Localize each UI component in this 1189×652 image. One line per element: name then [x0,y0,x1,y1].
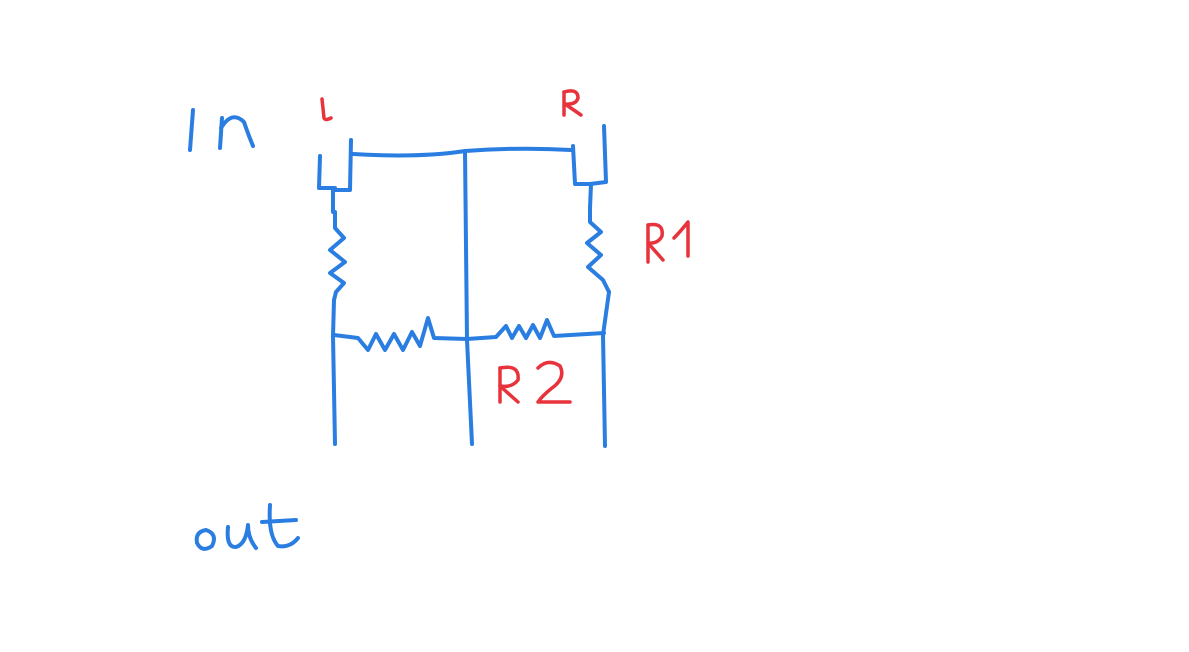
resistor-1-label: R1 [646,220,690,264]
left-resistor-r2 [332,316,469,352]
left-output-wire [331,298,337,446]
resistor-2-label: R2 [498,360,572,404]
right-resistor-r1 [585,206,611,294]
right-output-wire [601,290,611,448]
left-channel-label: L [320,97,333,122]
top-common-wire [351,146,573,158]
right-channel-label: R [562,89,583,117]
left-resistor-r1 [328,210,347,302]
right-resistor-r2 [465,318,606,341]
input-label: In [188,108,255,152]
right-input-connector [571,124,608,210]
center-wire [463,149,474,446]
output-label: out [194,503,300,551]
left-input-connector [317,138,353,214]
